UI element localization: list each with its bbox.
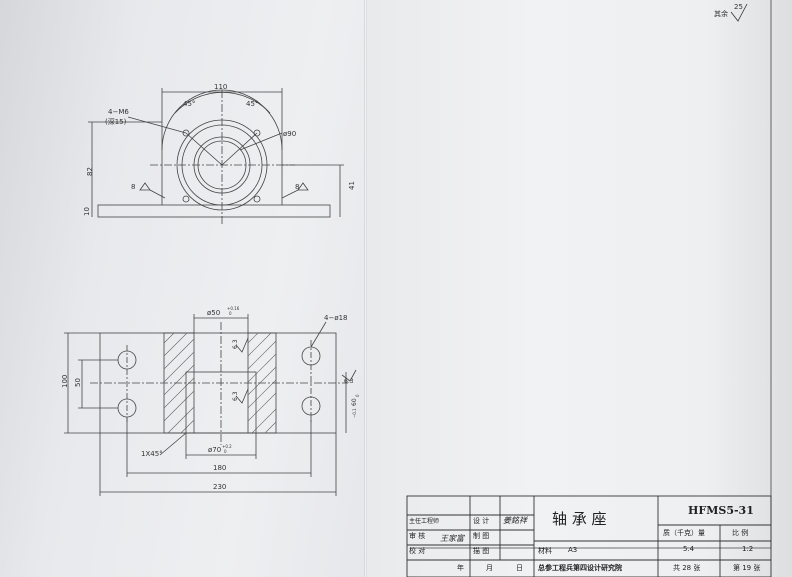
tb-design: 设 计 bbox=[473, 517, 490, 525]
tb-month: 月 bbox=[486, 564, 493, 572]
height-50-text: 50 bbox=[74, 378, 82, 387]
holes-leader-bottom bbox=[310, 321, 327, 348]
tb-check: 校 对 bbox=[409, 547, 426, 555]
sheet-right-half bbox=[366, 0, 792, 577]
bore-bottom-tol-upper: +0.2 bbox=[222, 444, 232, 449]
hole-depth-text: (深15) bbox=[105, 117, 127, 126]
chamfer-text: 1X45° bbox=[141, 450, 163, 458]
angle-right-text: 45° bbox=[246, 100, 258, 108]
tb-drawing-no: HFMS5-31 bbox=[688, 504, 754, 517]
finish-2-text: 6.3 bbox=[232, 391, 239, 401]
tb-scale-label: 比 例 bbox=[732, 529, 749, 537]
bore-bottom-text: ø70 bbox=[208, 446, 221, 454]
tb-designer-sign: 姜銘祥 bbox=[503, 516, 527, 525]
tb-drafting: 制 图 bbox=[473, 532, 490, 540]
tb-weight-label: 质（千克）量 bbox=[663, 529, 705, 537]
tb-reviewer-sign: 王家富 bbox=[440, 534, 464, 543]
finish-symbol-2 bbox=[235, 388, 249, 404]
bore-diameter-text: ø90 bbox=[283, 130, 296, 138]
side-tol-top-text: 0 bbox=[355, 394, 360, 397]
holes-bottom-text: 4−ø18 bbox=[324, 314, 348, 322]
surface-finish-label: 其余 bbox=[714, 9, 728, 18]
side-dim-text: 60 bbox=[351, 398, 358, 406]
paper-fold bbox=[364, 0, 367, 577]
weld-symbol-left bbox=[139, 182, 166, 199]
finish-symbol-1 bbox=[235, 337, 249, 353]
length-180-text: 180 bbox=[213, 464, 226, 472]
bore-top-tol-lower: 0 bbox=[229, 311, 232, 316]
tb-day: 日 bbox=[516, 564, 523, 572]
tb-sheet-no: 第 19 张 bbox=[733, 564, 761, 572]
bore-top-tol-upper: +0.16 bbox=[227, 306, 240, 311]
surface-finish-value: 25 bbox=[734, 3, 743, 11]
top-view bbox=[88, 88, 344, 225]
weld-left-text: 8 bbox=[131, 183, 135, 191]
height-text: 82 bbox=[86, 167, 94, 176]
tb-year: 年 bbox=[457, 564, 464, 572]
height-100-text: 100 bbox=[61, 375, 69, 388]
weld-right-text: 8 bbox=[295, 183, 299, 191]
tb-institute: 总参工程兵第四设计研究院 bbox=[538, 564, 622, 572]
angle-line-left bbox=[185, 132, 223, 166]
holes-leader bbox=[127, 116, 187, 134]
title-block-grid bbox=[406, 495, 772, 577]
length-230-text: 230 bbox=[213, 483, 226, 491]
base-thickness-text: 10 bbox=[83, 207, 91, 216]
dim-width-text: 110 bbox=[214, 83, 227, 91]
angle-left-text: 45° bbox=[183, 100, 195, 108]
finish-1-text: 6.3 bbox=[232, 339, 239, 349]
surface-finish-symbol bbox=[730, 3, 748, 22]
tb-scale-value: 1:2 bbox=[742, 545, 754, 553]
tb-review: 审 核 bbox=[409, 532, 426, 540]
sheet-left-half bbox=[0, 0, 366, 577]
bolt-hole-br bbox=[253, 195, 261, 203]
right-height-text: 41 bbox=[348, 181, 356, 190]
chamfer-leader bbox=[159, 432, 187, 456]
tb-part-name: 轴 承 座 bbox=[552, 510, 607, 528]
tb-total-sheets: 共 28 张 bbox=[673, 564, 701, 572]
tb-tracing: 描 图 bbox=[473, 547, 490, 555]
tb-material-value: A3 bbox=[568, 546, 578, 554]
bore-bottom-tol-lower: 0 bbox=[224, 449, 227, 454]
tb-weight-value: 5.4 bbox=[683, 545, 695, 553]
bolt-hole-bl bbox=[182, 195, 190, 203]
bolt-hole-tl bbox=[182, 129, 190, 137]
finish-right-text: 6.3 bbox=[344, 378, 354, 385]
angle-line-right bbox=[221, 132, 258, 166]
bottom-view bbox=[64, 314, 357, 496]
tb-material-label: 材料 bbox=[538, 547, 552, 555]
top-base-plate bbox=[97, 204, 331, 218]
bolt-hole-tr bbox=[253, 129, 261, 137]
side-tol-text: −0.1 bbox=[352, 408, 357, 418]
holes-text: 4−M6 bbox=[108, 108, 129, 116]
tb-chief-engineer: 主任工程师 bbox=[409, 518, 440, 525]
weld-symbol-right bbox=[281, 182, 309, 199]
bore-top-text: ø50 bbox=[207, 309, 220, 317]
bore-leader bbox=[239, 132, 283, 151]
finish-symbol-right bbox=[341, 369, 357, 382]
